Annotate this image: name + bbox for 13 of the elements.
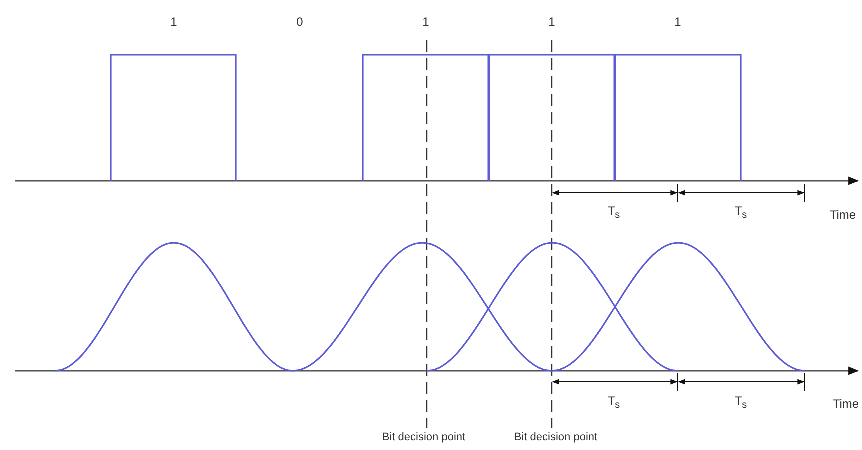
period-label: T$_{s}$ <box>608 394 620 412</box>
period-label: T$_{s}$ <box>608 204 620 222</box>
axis-label: Time <box>830 209 856 221</box>
decision-point-label: Bit decision point <box>514 432 598 444</box>
period-label: T$_{s}$ <box>734 204 748 222</box>
bit-value-label: 0 <box>296 16 304 28</box>
bit-value-label: 1 <box>548 16 556 28</box>
bit-value-label: 1 <box>422 16 430 28</box>
axis-label: Time <box>832 398 860 410</box>
bit-value-label: 1 <box>674 16 682 28</box>
decision-point-label: Bit decision point <box>382 432 466 444</box>
period-label: T$_{s}$ <box>734 394 748 412</box>
bit-value-label: 1 <box>170 16 178 28</box>
